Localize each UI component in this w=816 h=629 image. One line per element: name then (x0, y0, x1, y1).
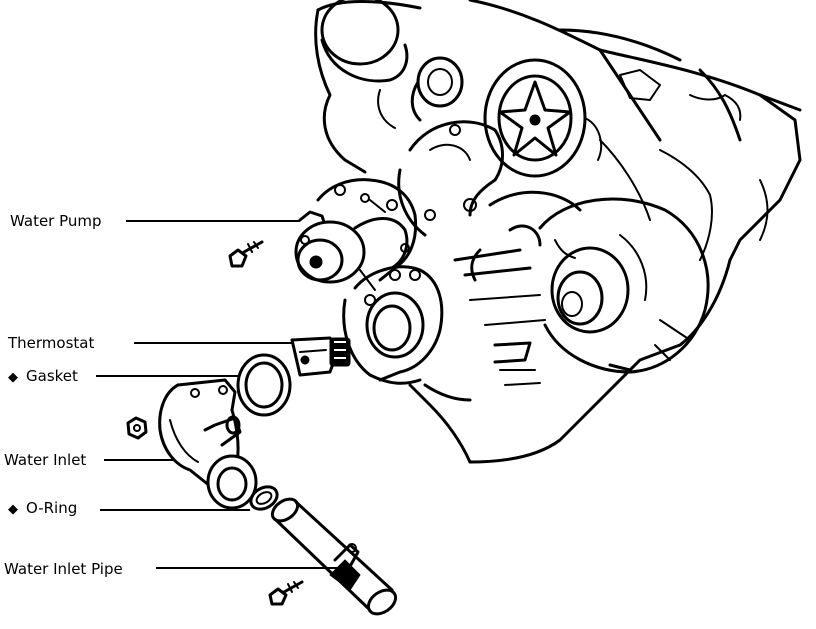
thermostat-housing (342, 265, 472, 402)
o-ring-part (249, 485, 279, 511)
bolt-upper (228, 240, 264, 268)
engine-block (314, 0, 802, 464)
alternator (538, 197, 710, 374)
crankshaft-pulley (483, 58, 603, 178)
label-water-inlet-pipe-text: Water Inlet Pipe (4, 560, 123, 578)
label-gasket-text: Gasket (26, 367, 78, 385)
water-inlet-part (158, 378, 258, 510)
water-inlet-pipe-part (270, 497, 398, 616)
label-water-pump-text: Water Pump (10, 212, 102, 230)
label-water-pump: Water Pump (10, 212, 102, 230)
water-pump-part (294, 178, 418, 291)
nut-part (126, 416, 148, 440)
replace-diamond-icon: ◆ (8, 370, 18, 385)
replace-diamond-icon: ◆ (8, 502, 18, 517)
label-o-ring-text: O-Ring (26, 499, 78, 517)
label-water-inlet: Water Inlet (4, 451, 86, 469)
thermostat-part (290, 336, 351, 377)
label-gasket: ◆ Gasket (8, 367, 78, 387)
bolt-lower (268, 580, 304, 606)
gasket-part (236, 353, 292, 417)
label-water-inlet-text: Water Inlet (4, 451, 87, 469)
label-water-inlet-pipe: Water Inlet Pipe (4, 560, 123, 578)
timing-cover (397, 120, 582, 386)
idler-pulley-top (320, 0, 464, 129)
label-thermostat-text: Thermostat (8, 334, 95, 352)
label-thermostat: Thermostat (8, 334, 94, 352)
label-o-ring: ◆ O-Ring (8, 499, 77, 519)
